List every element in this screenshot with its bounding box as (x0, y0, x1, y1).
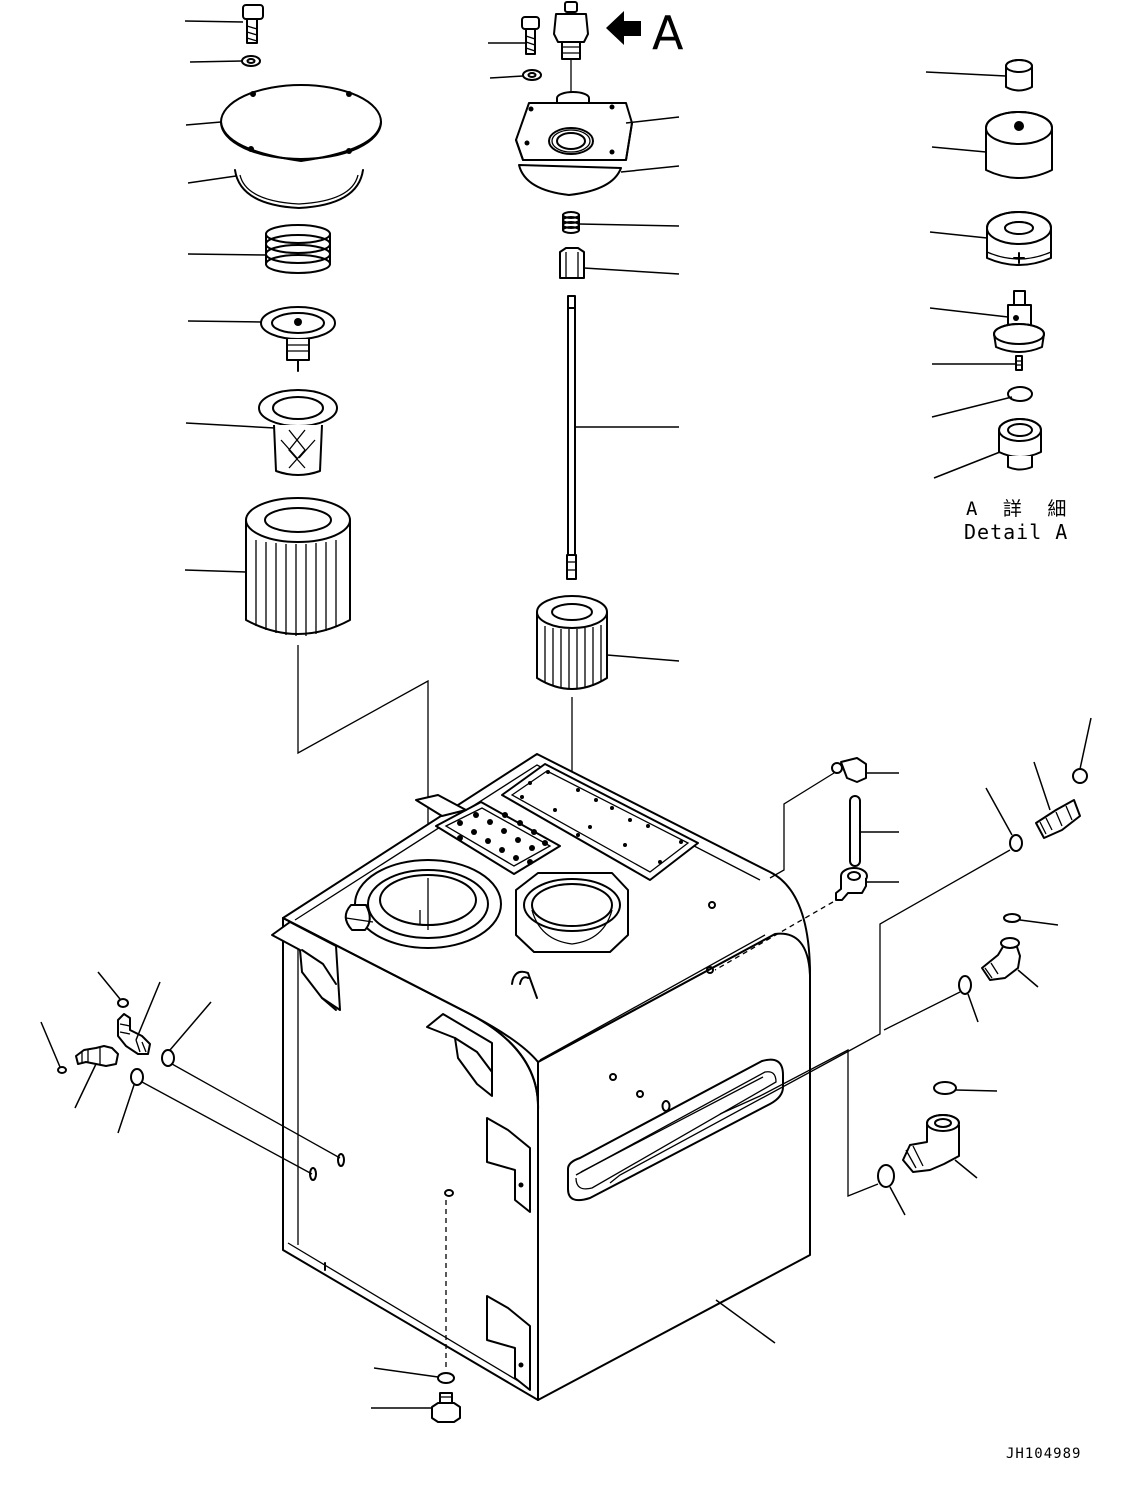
strainer-basket (185, 389, 338, 476)
suction-filter-port (515, 872, 629, 953)
tank-top-hook (511, 970, 538, 999)
tank-top-inspection-plate (501, 763, 699, 881)
right-side-elbow-small (981, 913, 1059, 988)
detail-a-check-pin (932, 355, 1023, 371)
drain-plug (371, 1392, 461, 1423)
filter-cover-plate (185, 84, 382, 162)
breather-bolt (488, 16, 540, 55)
bypass-valve (187, 306, 336, 372)
right-straight-fitting (1033, 717, 1092, 839)
detail-a-cap (925, 59, 1033, 92)
return-filter-port (354, 859, 502, 949)
connector-tube (849, 795, 899, 867)
left-mounting-bracket-mid (426, 1013, 493, 1097)
gauge-nut (559, 247, 680, 279)
return-filter-element (184, 497, 351, 636)
left-elbow-upper (117, 981, 161, 1055)
breather-washer (489, 69, 542, 81)
left-mounting-bracket-top (271, 921, 341, 1011)
view-a-arrow (606, 11, 641, 45)
left-elbow-lower (74, 1045, 119, 1109)
breather-gasket (518, 164, 680, 196)
tank-top-grid-plate (435, 801, 561, 875)
filter-assembly-guide-line (297, 645, 429, 866)
right-side-elbow-large (902, 1081, 998, 1179)
left-small-o-ring-bottom (40, 1021, 67, 1074)
detail-a-title-jp: A 詳 細 (966, 498, 1074, 520)
left-small-o-ring-top (97, 971, 129, 1008)
filter-cover-washer (189, 55, 261, 67)
detail-a-o-ring (931, 386, 1033, 418)
left-o-ring-1 (161, 1001, 341, 1159)
left-o-ring-2 (117, 1068, 313, 1175)
breather-mounting-flange (515, 102, 680, 161)
tank-leader (715, 1299, 776, 1344)
detail-a-title-en: Detail A (964, 520, 1069, 544)
filter-cover-gasket (187, 169, 364, 209)
detail-a-filter-element (929, 211, 1052, 266)
right-o-ring-middle (883, 975, 979, 1031)
drawing-number: JH104989 (1006, 1446, 1082, 1462)
gauge-spring (562, 211, 680, 234)
right-o-ring-upper (609, 787, 1023, 1184)
view-a-label: A (652, 6, 684, 60)
front-mounting-bracket-lower (486, 1295, 531, 1391)
tank-lifting-bracket (344, 794, 467, 931)
drain-o-ring (373, 1367, 455, 1384)
detail-a-valve-body (929, 290, 1045, 353)
tank-drain-points (309, 901, 716, 1271)
filter-cover-bolt (184, 4, 264, 44)
air-breather (553, 1, 589, 92)
detail-a-adapter (933, 418, 1042, 479)
detail-a-housing (931, 111, 1053, 179)
front-mounting-bracket-upper (486, 1117, 531, 1213)
level-gauge-rod (566, 295, 679, 580)
right-o-ring-lower (719, 1048, 906, 1216)
elbow-fitting-bottom (714, 867, 899, 971)
elbow-fitting-top (769, 757, 899, 879)
suction-filter-element (536, 595, 680, 880)
filter-spring (187, 224, 331, 274)
